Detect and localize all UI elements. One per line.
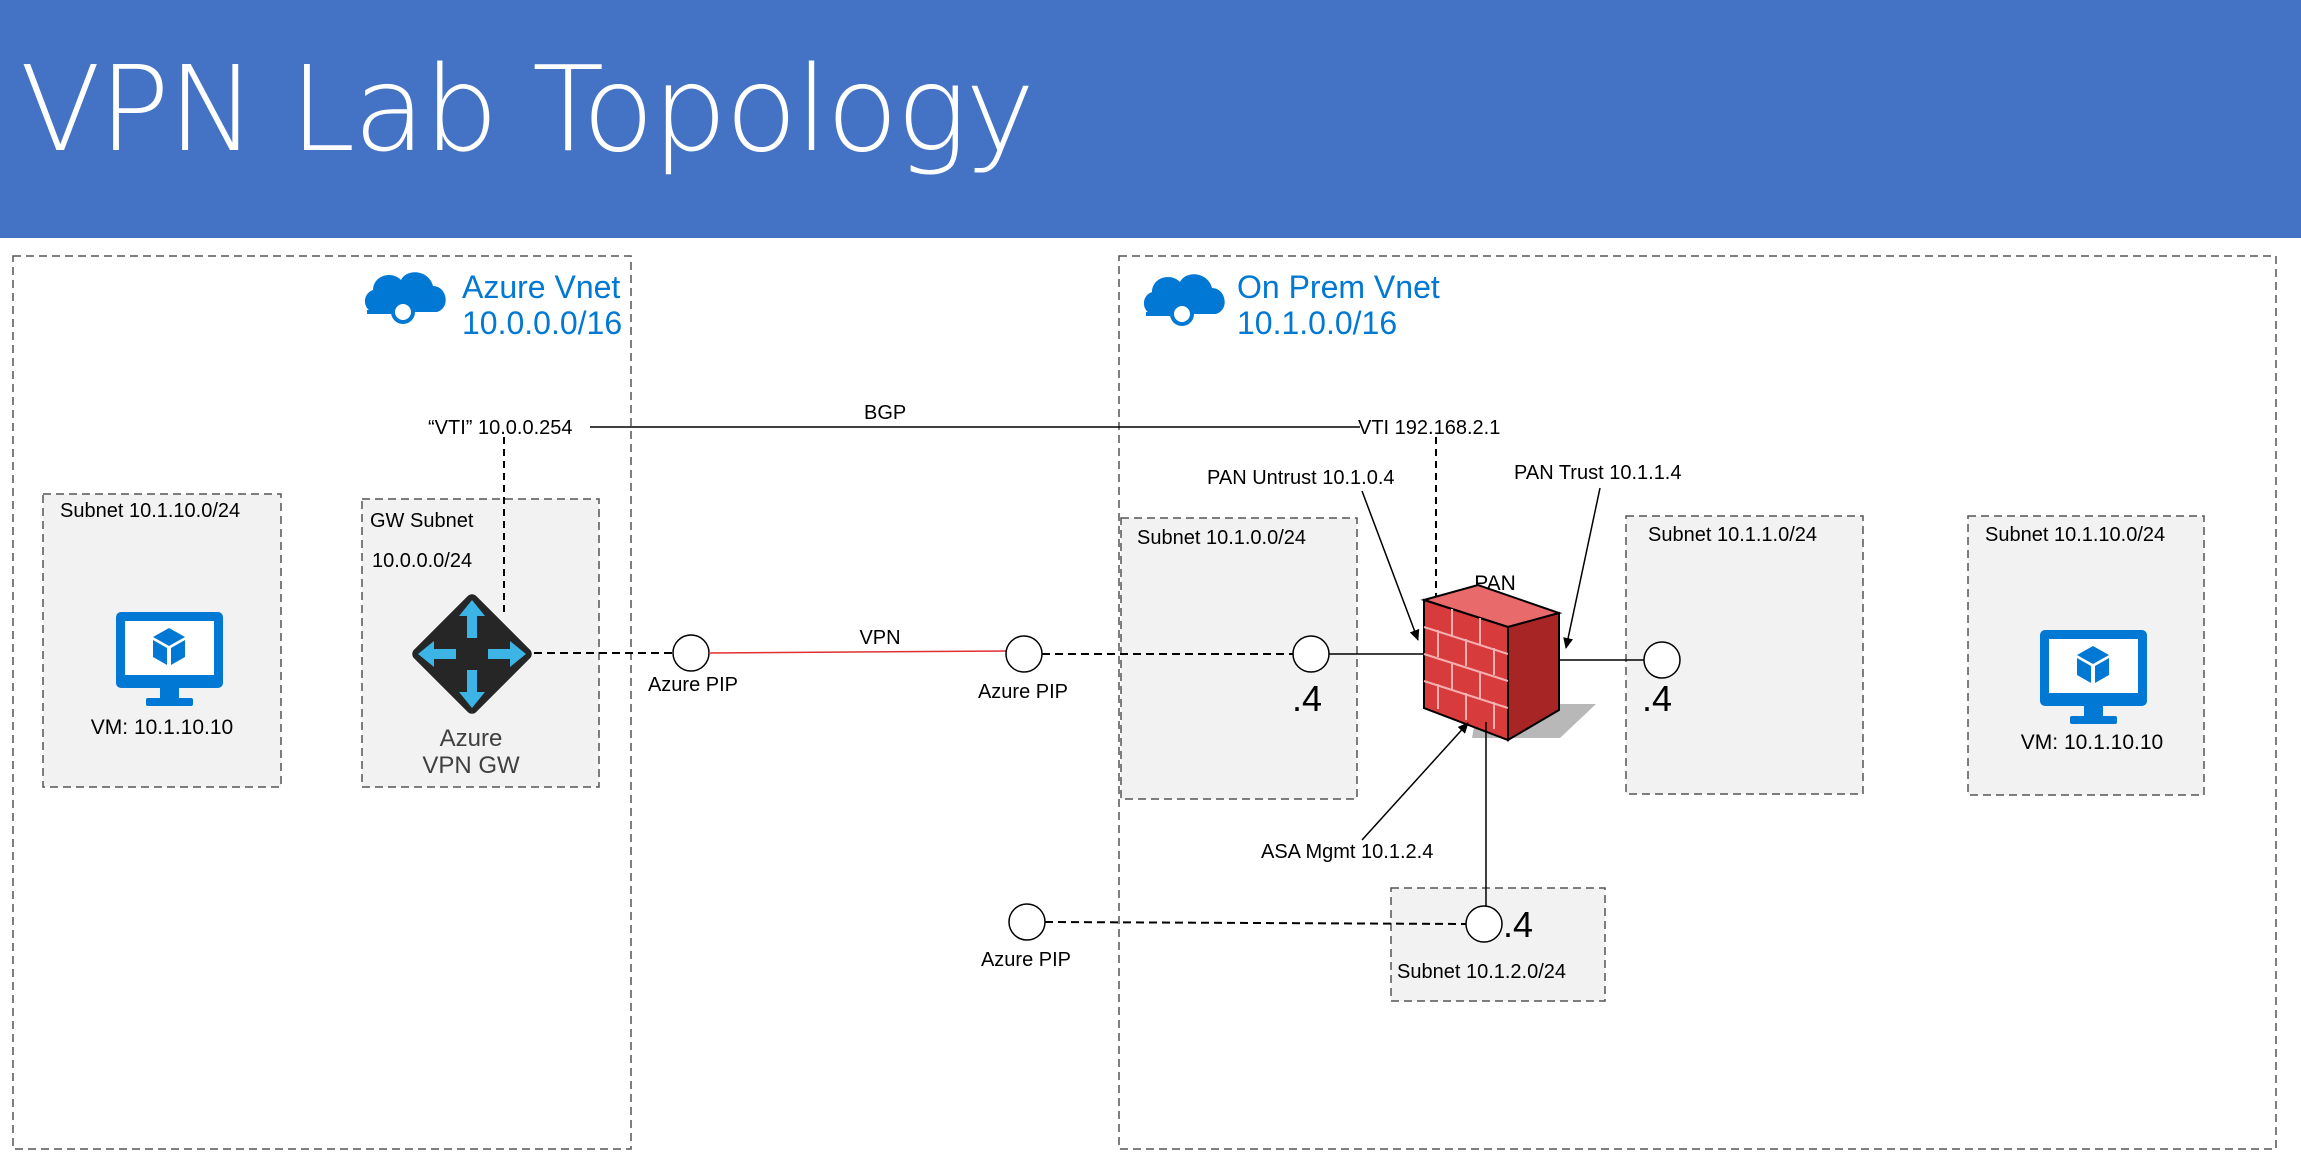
azure-vnet-name: Azure Vnet	[462, 269, 620, 305]
azure-vm-icon	[116, 612, 223, 706]
azure-pip-node	[672, 634, 710, 672]
vpn-label: VPN	[859, 627, 900, 649]
onprem-vm-label: VM: 10.1.10.10	[2021, 731, 2163, 754]
pan-untrust-arrow	[1361, 490, 1420, 641]
title-bar: VPN Lab Topology	[0, 0, 2301, 238]
vpn-gw-label-1: Azure	[440, 725, 503, 752]
untrust-host-label: .4	[1292, 678, 1322, 719]
asa-mgmt-label: ASA Mgmt 10.1.2.4	[1261, 841, 1433, 863]
mgmt-subnet-box	[1390, 887, 1606, 1002]
firewall-icon	[1420, 583, 1596, 742]
onprem-pip-node	[1005, 635, 1043, 673]
azure-vti-label: “VTI” 10.0.0.254	[428, 417, 573, 439]
vpn-link	[708, 650, 1007, 654]
mgmt-interface-node	[1465, 905, 1503, 943]
pan-trust-label: PAN Trust 10.1.1.4	[1514, 462, 1682, 484]
page-title: VPN Lab Topology	[20, 40, 1035, 178]
vpn-gw-label-2: VPN GW	[422, 752, 520, 779]
azure-vnet-box	[12, 255, 632, 1150]
onprem-pip-label: Azure PIP	[978, 681, 1068, 703]
trust-interface-node	[1643, 641, 1681, 679]
trust-host-label: .4	[1642, 678, 1672, 719]
mgmt-pip-link	[1044, 921, 1467, 925]
mgmt-pip-label: Azure PIP	[981, 949, 1071, 971]
onprem-vm-icon	[2040, 630, 2147, 724]
trust-subnet-label: Subnet 10.1.1.0/24	[1648, 524, 1817, 546]
onprem-vnet-cidr: 10.1.0.0/16	[1237, 305, 1397, 341]
gw-subnet-title: GW Subnet	[370, 510, 474, 532]
onprem-vti-label: VTI 192.168.2.1	[1358, 417, 1500, 439]
pan-untrust-label: PAN Untrust 10.1.0.4	[1207, 467, 1395, 489]
untrust-interface-node	[1292, 635, 1330, 673]
mgmt-host-label: .4	[1503, 904, 1533, 945]
onprem-vnet-box	[1118, 255, 2277, 1150]
gw-subnet-cidr: 10.0.0.0/24	[372, 550, 472, 572]
vpn-gateway-icon	[412, 594, 532, 714]
mgmt-pip-node	[1008, 903, 1046, 941]
azure-vnet-cidr: 10.0.0.0/16	[462, 305, 622, 341]
onprem-vm-subnet-label: Subnet 10.1.10.0/24	[1985, 524, 2165, 546]
azure-vm-subnet-label: Subnet 10.1.10.0/24	[60, 500, 240, 522]
azure-vm-label: VM: 10.1.10.10	[91, 716, 233, 739]
onprem-vnet-name: On Prem Vnet	[1237, 269, 1440, 305]
azure-pip-label: Azure PIP	[648, 674, 738, 696]
mgmt-subnet-label: Subnet 10.1.2.0/24	[1397, 961, 1566, 983]
pan-trust-arrow	[1563, 487, 1601, 649]
untrust-subnet-label: Subnet 10.1.0.0/24	[1137, 527, 1306, 549]
azure-vnet-cloud-icon	[364, 272, 446, 324]
asa-mgmt-arrow	[1361, 722, 1469, 841]
bgp-label: BGP	[864, 402, 906, 424]
onprem-vnet-cloud-icon	[1143, 274, 1225, 326]
